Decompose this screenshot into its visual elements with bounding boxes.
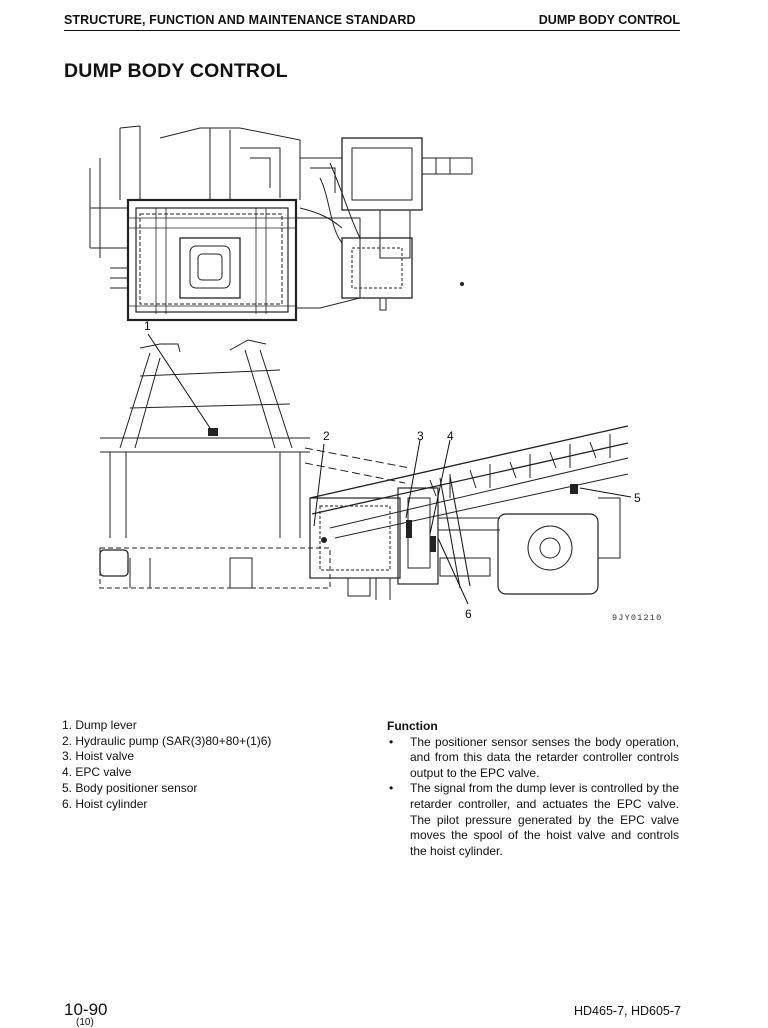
technical-illustration: 1 2 3 4 5 6 <box>80 118 680 638</box>
parts-list: 1. Dump lever 2. Hydraulic pump (SAR(3)8… <box>62 718 271 812</box>
parts-list-item: 4. EPC valve <box>62 765 132 780</box>
bullet-icon: • <box>389 734 394 749</box>
callout-4: 4 <box>447 429 454 443</box>
parts-list-item: 5. Body positioner sensor <box>62 780 198 795</box>
callout-1: 1 <box>144 319 151 333</box>
header-topic: DUMP BODY CONTROL <box>538 13 680 27</box>
callout-6: 6 <box>465 607 472 621</box>
callout-5: 5 <box>634 491 641 505</box>
function-heading: Function <box>387 719 438 733</box>
page-number: 10-90 <box>64 1000 108 1019</box>
dump-body-control-drawing: 1 2 3 4 5 6 <box>89 125 641 621</box>
header-section-title: STRUCTURE, FUNCTION AND MAINTENANCE STAN… <box>64 13 416 27</box>
parts-list-item: 1. Dump lever <box>62 718 137 732</box>
page-title: DUMP BODY CONTROL <box>64 60 288 82</box>
model-code: HD465-7, HD605-7 <box>574 1004 681 1018</box>
page-revision: (10) <box>76 1017 94 1028</box>
figure-code: 9JY01210 <box>612 613 663 623</box>
function-bullet: • The signal from the dump lever is cont… <box>387 781 679 859</box>
parts-list-item: 2. Hydraulic pump (SAR(3)80+80+(1)6) <box>62 733 272 748</box>
function-section: Function • The positioner sensor senses … <box>387 719 679 859</box>
function-bullet-text: The signal from the dump lever is contro… <box>410 781 679 858</box>
parts-list-item: 3. Hoist valve <box>62 749 135 764</box>
callout-2: 2 <box>323 429 330 443</box>
bullet-icon: • <box>389 781 394 796</box>
callout-3: 3 <box>417 429 424 443</box>
header-rule <box>64 30 680 31</box>
function-bullet-text: The positioner sensor senses the body op… <box>410 734 679 780</box>
function-bullet: • The positioner sensor senses the body … <box>387 735 679 782</box>
parts-list-item: 6. Hoist cylinder <box>62 796 148 811</box>
